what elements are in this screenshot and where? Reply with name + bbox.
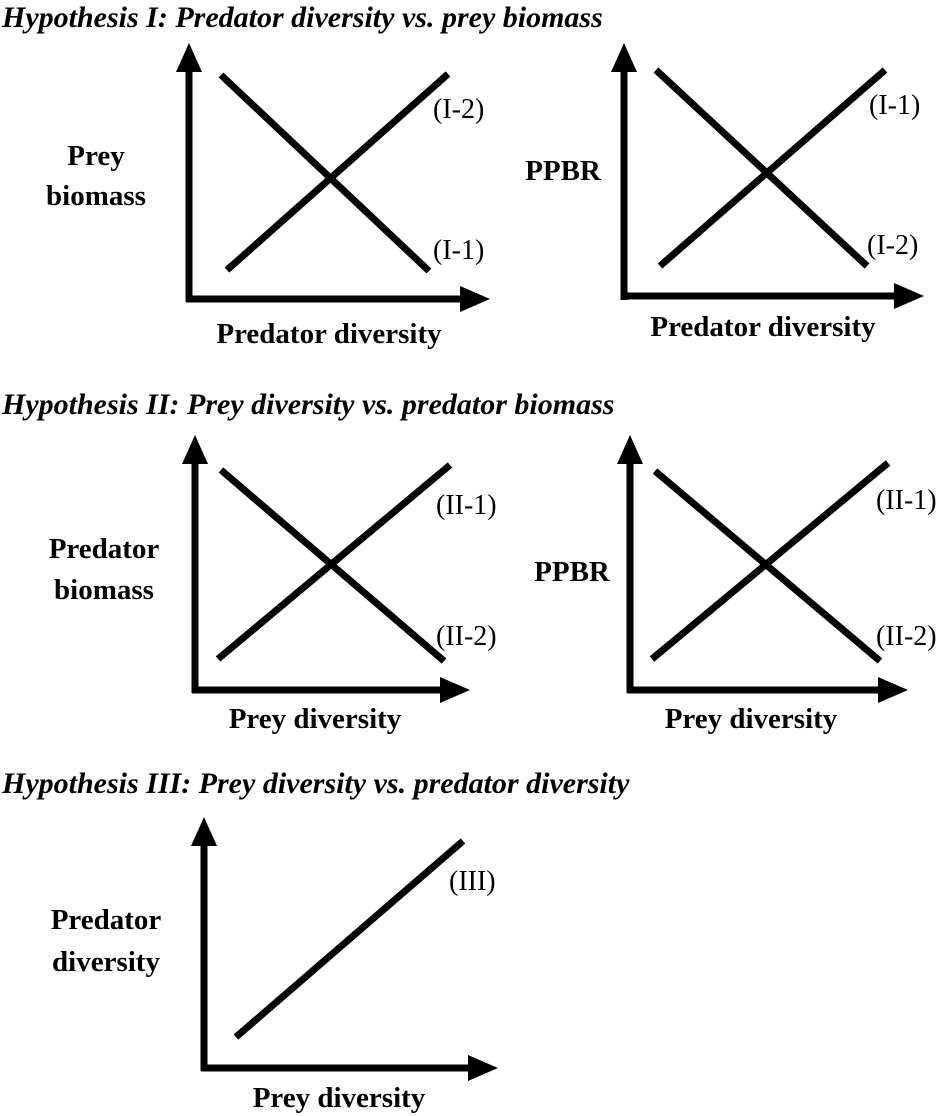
line-label: (II-2)	[436, 621, 497, 652]
x-axis-arrowhead	[894, 283, 924, 309]
hypothesis-2-panel-2: (II-1) (II-2) PPBR Prey diversity	[534, 435, 937, 735]
y-axis-label: biomass	[46, 180, 146, 212]
line-decreasing	[218, 72, 432, 274]
line-label: (II-1)	[436, 490, 497, 521]
line-increasing	[233, 838, 466, 1040]
x-axis-arrowhead	[468, 1055, 498, 1081]
x-axis-label: Prey diversity	[229, 703, 402, 735]
y-axis-label: biomass	[54, 574, 154, 606]
hypothesis-1-panel-2: (I-1) (I-2) PPBR Predator diversity	[525, 43, 924, 343]
hypothesis-2-title: Hypothesis II: Prey diversity vs. predat…	[1, 388, 614, 421]
line-label: (II-2)	[876, 621, 937, 652]
line-decreasing	[218, 467, 447, 664]
y-axis-label: Prey	[67, 140, 125, 172]
x-axis-arrowhead	[460, 286, 490, 312]
y-axis-label: diversity	[52, 946, 160, 978]
y-axis-label: PPBR	[525, 155, 602, 187]
x-axis-label: Prey diversity	[665, 703, 838, 735]
y-axis-arrowhead	[191, 817, 217, 846]
hypothesis-1-title: Hypothesis I: Predator diversity vs. pre…	[1, 1, 603, 34]
hypothesis-1-panel-1: (I-2) (I-1) Prey biomass Predator divers…	[46, 43, 490, 350]
x-axis-label: Prey diversity	[253, 1082, 426, 1114]
line-label: (I-2)	[867, 230, 918, 261]
line-increasing	[657, 67, 888, 269]
line-increasing	[215, 462, 453, 662]
line-label: (I-1)	[869, 90, 920, 121]
line-increasing	[224, 71, 451, 273]
y-axis-label: Predator	[51, 904, 162, 936]
y-axis-arrowhead	[176, 43, 202, 72]
y-axis-label: PPBR	[534, 556, 611, 588]
hypothesis-2-panel-1: (II-1) (II-2) Predator biomass Prey dive…	[49, 435, 497, 735]
line-label: (III)	[449, 866, 496, 897]
line-decreasing	[652, 468, 883, 664]
x-axis-label: Predator diversity	[650, 311, 876, 343]
y-axis-arrowhead	[611, 43, 637, 72]
line-label: (I-2)	[433, 94, 484, 125]
line-label: (I-1)	[433, 235, 484, 266]
line-increasing	[649, 460, 891, 662]
x-axis-arrowhead	[878, 677, 908, 703]
y-axis-arrowhead	[182, 435, 208, 464]
line-label: (II-1)	[876, 485, 937, 516]
line-decreasing	[653, 67, 870, 269]
x-axis-label: Predator diversity	[216, 318, 442, 350]
x-axis-arrowhead	[440, 677, 470, 703]
y-axis-arrowhead	[617, 435, 643, 464]
y-axis-label: Predator	[49, 533, 160, 565]
hypothesis-3-panel-1: (III) Predator diversity Prey diversity	[51, 817, 498, 1114]
hypothesis-3-title: Hypothesis III: Prey diversity vs. preda…	[1, 767, 630, 800]
